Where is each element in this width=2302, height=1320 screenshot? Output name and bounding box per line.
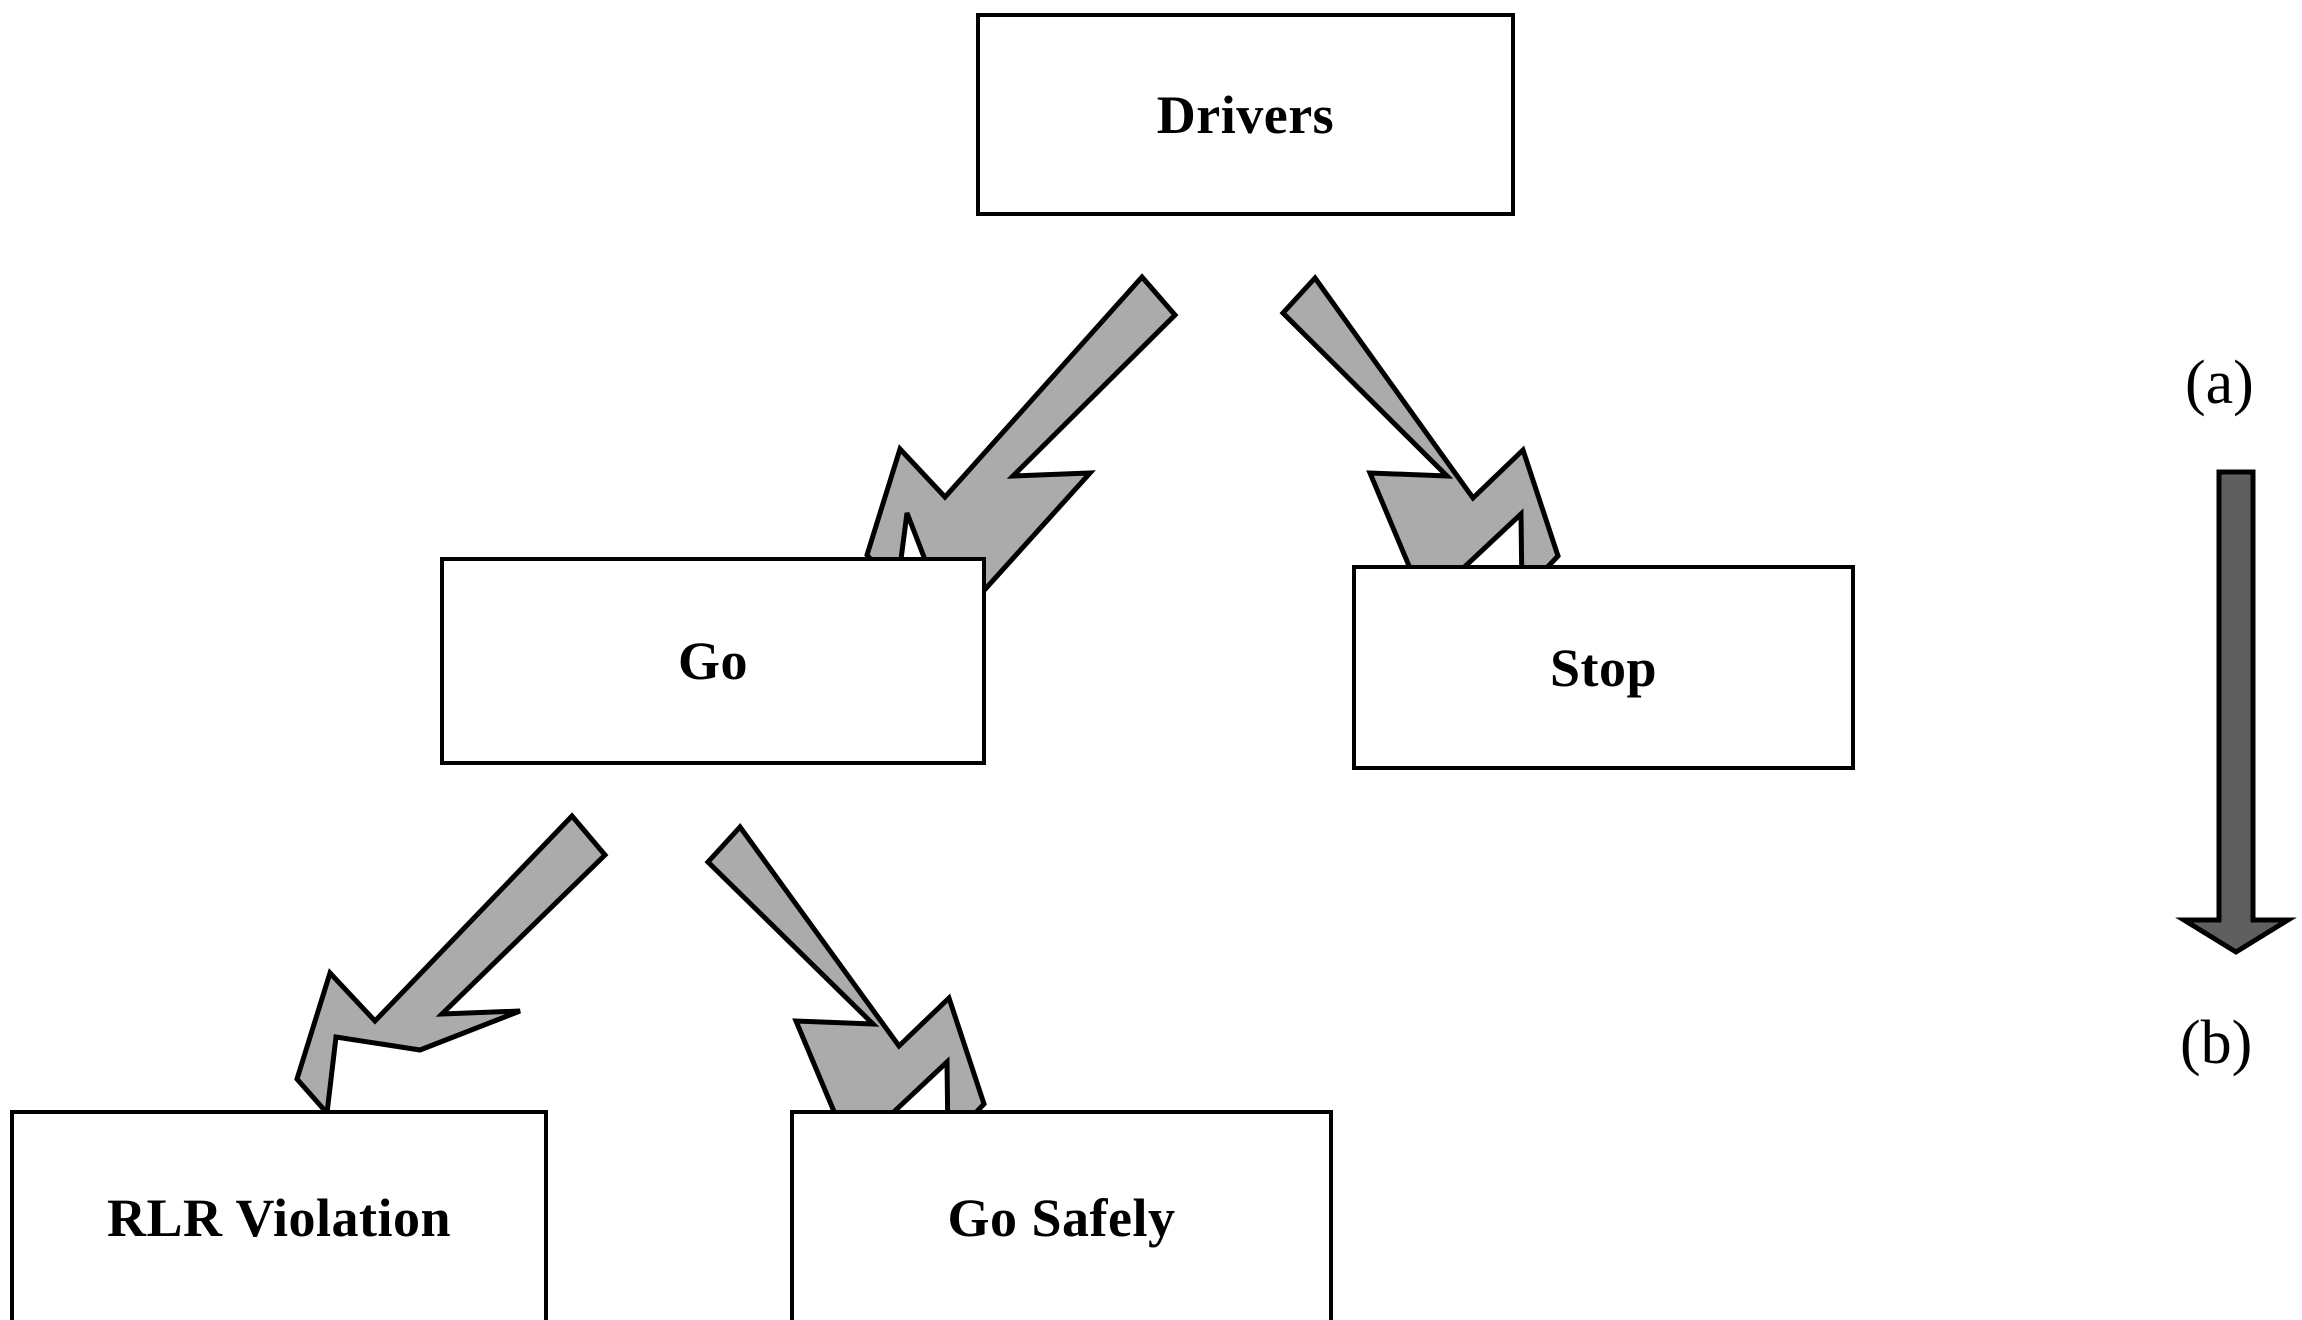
node-box-rlr-violation[interactable]: RLR Violation [10,1110,548,1320]
node-box-drivers[interactable]: Drivers [976,13,1515,216]
node-label-drivers: Drivers [1156,84,1335,145]
node-box-stop[interactable]: Stop [1352,565,1855,770]
panel-label-a: (a) [2185,349,2254,417]
node-label-stop: Stop [1549,637,1658,698]
arrow-go-to-rlr [294,812,609,1119]
node-box-go[interactable]: Go [440,557,986,765]
node-label-go: Go [677,631,748,691]
arrow-drivers-to-stop [1279,274,1561,609]
panel-progression-arrow [2175,469,2297,955]
panel-label-b: (b) [2180,1009,2253,1077]
node-label-rlr-violation: RLR Violation [106,1187,452,1248]
node-label-go-safely: Go Safely [947,1187,1176,1248]
arrow-go-to-safely [704,823,987,1157]
node-box-go-safely[interactable]: Go Safely [790,1110,1333,1320]
